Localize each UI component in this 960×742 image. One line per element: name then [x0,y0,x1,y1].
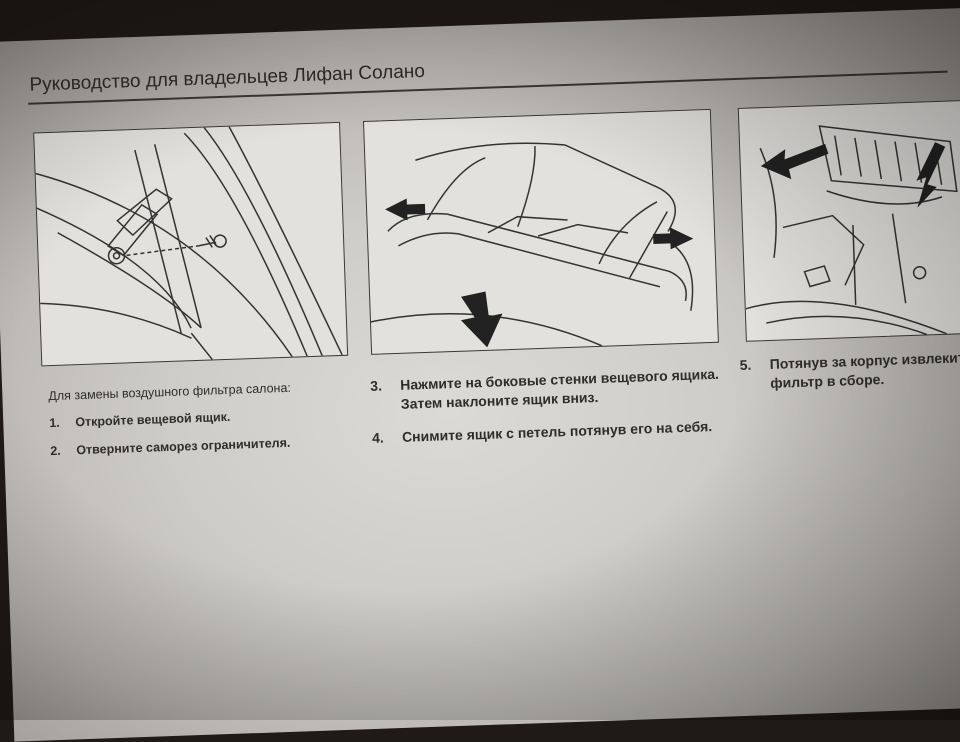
step-item: 5. Потянув за корпус извлеките фильтр в … [739,348,960,394]
instructions-column-3: 5. Потянув за корпус извлеките фильтр в … [739,348,960,408]
limiter-screw-illustration [34,126,343,360]
step-number: 4. [371,429,385,446]
step-item: 4. Снимите ящик с петель потянув его на … [372,416,722,447]
step-item: 3. Нажмите на боковые стенки вещевого ящ… [370,365,721,415]
step-text: Нажмите на боковые стенки вещевого ящика… [399,365,720,412]
manual-page: Руководство для владельцев Лифан Солано [0,7,960,742]
step-number: 2. [50,443,61,459]
instructions-column-2: 3. Нажмите на боковые стенки вещевого ящ… [370,365,723,462]
step-number: 3. [369,377,383,394]
step-item: 2. Отверните саморез ограничителя. [50,433,350,460]
filter-out-arrow-icon [760,143,829,180]
figure-remove-filter [737,99,960,342]
left-arrow-icon [385,198,426,221]
step-item: 1. Откройте вещевой ящик. [49,405,349,432]
step-text: Потянув за корпус извлеките фильтр в сбо… [769,348,960,391]
step-number: 5. [739,356,752,374]
step-number: 1. [49,415,61,431]
figure-press-walls [362,108,719,355]
down-arrow-icon [460,291,503,348]
step-text: Снимите ящик с петель потянув его на себ… [401,417,713,445]
step-text: Отверните саморез ограничителя. [76,435,291,458]
instructions-column-1: Для замены воздушного фильтра салона: 1.… [48,379,351,471]
press-walls-illustration [370,142,694,348]
figure-limiter-screw [33,121,349,367]
step-text: Откройте вещевой ящик. [75,409,231,430]
remove-filter-illustration [745,125,958,336]
right-arrow-icon [653,227,694,250]
filter-up-arrow-icon [916,142,946,208]
intro-text: Для замены воздушного фильтра салона: [48,380,292,404]
